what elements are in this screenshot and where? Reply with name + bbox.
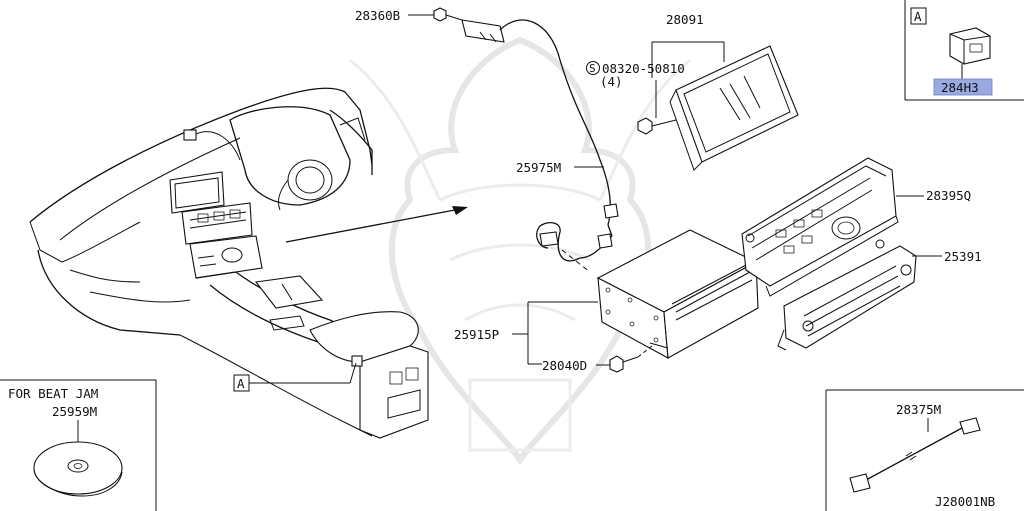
audio-unit-25915p: 25915P [454,229,759,364]
part-label-28091: 28091 [666,12,704,27]
screw-callout-group: S 08320-50810 (4) [586,61,685,135]
harness-25975m: 25975M [516,160,619,273]
svg-text:S: S [589,62,596,75]
bolt-28360b-group: 28360B [355,7,612,226]
disc-illustration [33,441,123,495]
part-label-25391: 25391 [944,249,982,264]
dashboard-illustration [29,87,429,439]
detail-a-label: A [914,9,922,24]
part-label-28395q: 28395Q [926,188,971,203]
detail-box-a: A 284H3 [904,0,1024,101]
part-label-28360b: 28360B [355,8,400,23]
part-qty-label: (4) [600,74,623,89]
drawing-code: J28001NB [935,494,995,509]
view-a-marker: A [233,362,357,392]
part-label-28040d: 28040D [542,358,587,373]
part-label-25915p: 25915P [454,327,499,342]
beat-jam-title: FOR BEAT JAM [8,386,98,401]
reference-arrow [285,206,468,243]
beat-jam-box: FOR BEAT JAM 25959M [0,379,157,511]
part-label-08320-50810: 08320-50810 [602,61,685,76]
cable-box: 28375M [825,389,1024,511]
watermark-emblem [349,36,691,466]
part-label-25959m: 25959M [52,404,97,419]
switch-panel-25391: 25391 [777,245,982,351]
part-label-25975m: 25975M [516,160,561,175]
control-panel-28395q: 28395Q [741,157,971,297]
part-label-28375m: 28375M [896,402,941,417]
display-unit-28091: 28091 [651,12,799,171]
highlight-284h3 [933,78,993,96]
bolt-28040d-group: 28040D [528,345,653,373]
part-label-284h3: 284H3 [941,80,979,95]
view-a-label: A [237,376,245,391]
